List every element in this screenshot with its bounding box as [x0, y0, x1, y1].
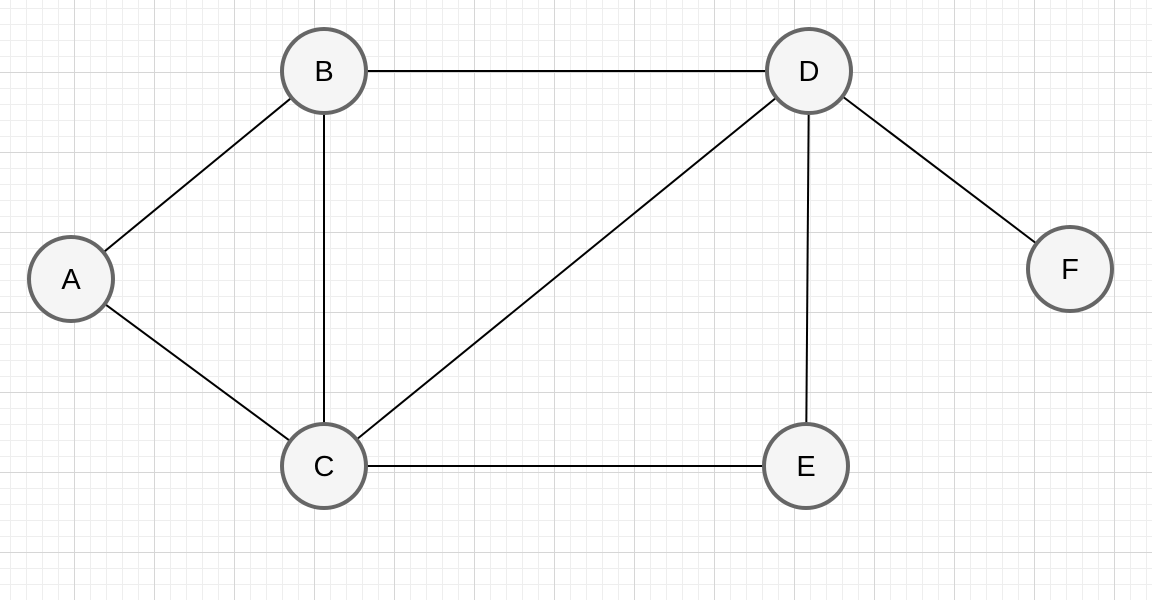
edge-d-f	[841, 95, 1038, 245]
node-circle-d	[765, 27, 853, 115]
node-b: B	[280, 27, 368, 115]
node-e: E	[762, 422, 850, 510]
edge-d-e	[805, 112, 810, 425]
node-c: C	[280, 422, 368, 510]
node-d: D	[765, 27, 853, 115]
node-circle-c	[280, 422, 368, 510]
node-circle-f	[1026, 225, 1114, 313]
node-label-b: B	[314, 56, 333, 88]
nodes-layer: A B C D E F	[27, 27, 1114, 510]
edge-a-c	[104, 303, 291, 442]
node-label-f: F	[1061, 254, 1079, 286]
edge-c-d	[355, 96, 778, 441]
node-label-e: E	[796, 451, 815, 483]
node-circle-b	[280, 27, 368, 115]
node-label-a: A	[61, 264, 81, 296]
node-a: A	[27, 235, 115, 323]
node-f: F	[1026, 225, 1114, 313]
node-label-d: D	[799, 56, 820, 88]
edges-layer	[102, 70, 1038, 467]
node-circle-e	[762, 422, 850, 510]
node-label-c: C	[314, 451, 335, 483]
node-circle-a	[27, 235, 115, 323]
edge-a-b	[102, 96, 293, 254]
